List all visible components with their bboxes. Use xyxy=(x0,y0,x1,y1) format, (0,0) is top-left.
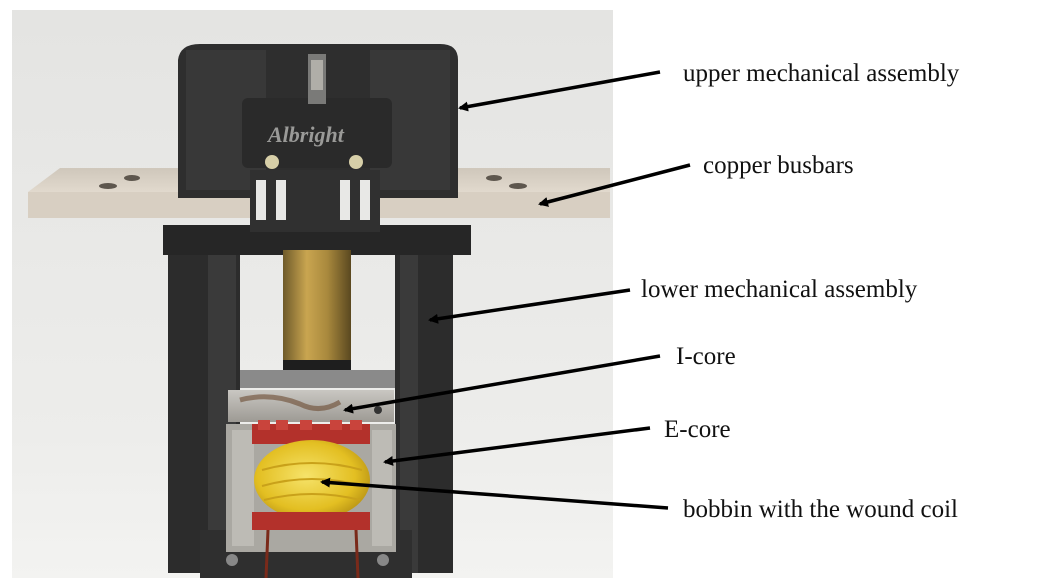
label-e-core: E-core xyxy=(664,416,731,443)
arrow-icore xyxy=(343,354,661,414)
brand-logo: Albright xyxy=(266,122,345,147)
bobbin-coil xyxy=(252,420,370,579)
arrow-bobbin xyxy=(320,477,669,510)
arrow-lower xyxy=(428,288,631,324)
upper-housing xyxy=(178,44,458,232)
label-lower-mechanical-assembly: lower mechanical assembly xyxy=(641,276,918,303)
label-copper-busbars: copper busbars xyxy=(703,152,854,179)
annotation-arrows xyxy=(320,70,691,510)
arrow-upper xyxy=(458,70,661,112)
arrow-ecore xyxy=(383,426,651,466)
label-bobbin-with-coil: bobbin with the wound coil xyxy=(683,496,958,523)
label-i-core: I-core xyxy=(676,343,736,370)
label-upper-mechanical-assembly: upper mechanical assembly xyxy=(683,60,960,87)
arrow-copper xyxy=(538,163,691,207)
plunger xyxy=(283,250,351,370)
